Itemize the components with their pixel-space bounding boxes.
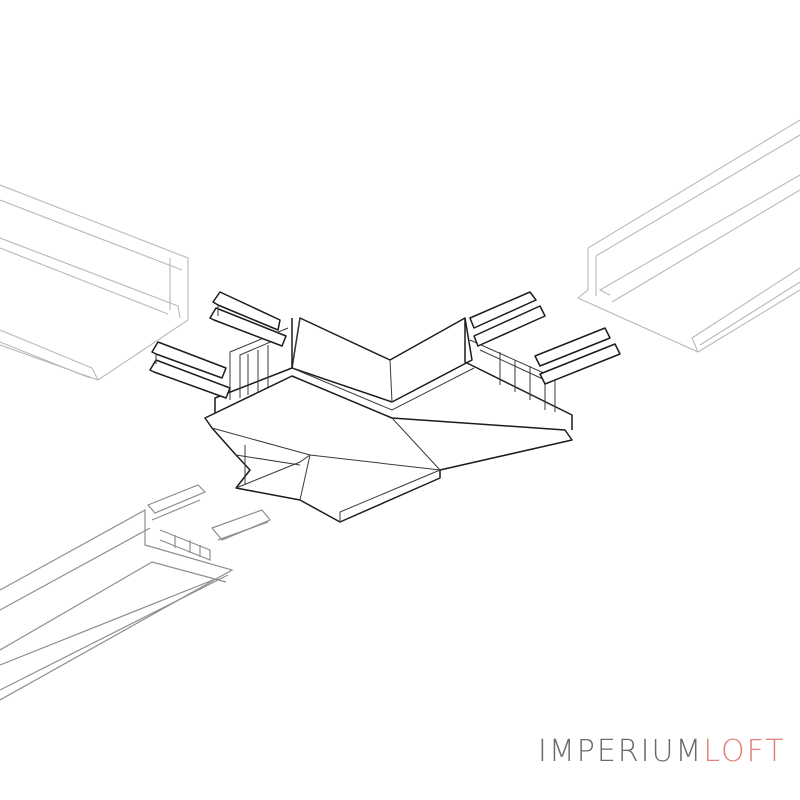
profile-right-top (576, 119, 800, 353)
brand-logo-part1: IMPERIUM (538, 734, 704, 769)
profile-bottom-left (0, 484, 271, 701)
profile-left-top (0, 184, 189, 381)
brand-logo-part2: LOFT (703, 734, 786, 769)
brand-logo: IMPERIUMLOFT (538, 734, 786, 769)
corner-connector (149, 291, 621, 523)
